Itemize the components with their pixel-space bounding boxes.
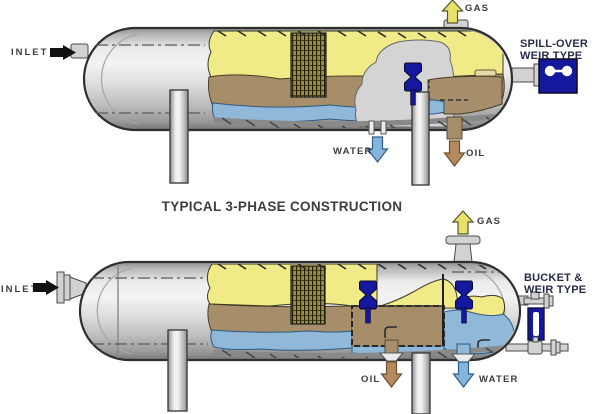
gauge-top-valve [530, 291, 540, 300]
oil-outlet-flange [378, 352, 405, 362]
support-leg-left [167, 329, 188, 412]
downcomer-support-leg [411, 91, 430, 186]
type-label-line1: BUCKET & [524, 272, 582, 284]
water-arrow-icon [452, 361, 475, 388]
oil-section [207, 303, 353, 335]
oil-outlet-nozzle [384, 339, 399, 355]
level-gauge-assembly [523, 291, 561, 356]
inlet-nozzle [70, 43, 89, 59]
oil-arrow-icon [380, 361, 403, 388]
vortex-breakers [384, 326, 490, 350]
water-section-left [210, 329, 353, 351]
type-label-line2: WEIR TYPE [520, 50, 582, 62]
oil-label: OIL [361, 374, 380, 385]
left-head-seam [96, 267, 133, 355]
gas-nozzle-flange [445, 235, 481, 245]
cutaway-interior [207, 30, 505, 128]
bucket-weir-separator: INLET GAS OIL WATER BUCKET & WEIR TYPE [1, 210, 586, 414]
inlet-label: INLET [11, 47, 48, 58]
gas-label: GAS [465, 3, 489, 14]
gas-arrow-icon [452, 210, 474, 235]
oil-outlet-nozzle [446, 116, 463, 140]
centerline-dashes [92, 271, 500, 345]
water-outlet-nozzle [456, 343, 471, 355]
gauge-top-disc [548, 295, 554, 307]
gauge-bottom-flange [550, 339, 557, 356]
gas-label: GAS [477, 216, 501, 227]
gas-section [207, 30, 504, 80]
gas-nozzle-neck [453, 243, 473, 263]
spill-over-weir-separator: INLET GAS WATER OIL SPILL-OVER WEIR TYPE [11, 0, 588, 186]
spillover-nozzle-pipe [511, 67, 537, 83]
diagram-title: TYPICAL 3-PHASE CONSTRUCTION [162, 199, 403, 214]
shell-hatch-ticks-top [217, 30, 487, 39]
centerline-dashes [96, 44, 205, 114]
water-outlet-stub-1 [368, 120, 375, 135]
gauge-bottom-disc [555, 341, 561, 354]
support-leg-left [169, 89, 189, 184]
left-head-seam [101, 33, 139, 125]
sight-glass-window [533, 312, 539, 336]
support-leg-right [411, 352, 431, 414]
gauge-bottom-valve-stem [532, 336, 539, 343]
water-label: WATER [479, 374, 519, 385]
type-label-line1: SPILL-OVER [520, 38, 588, 50]
water-label: WATER [333, 146, 373, 157]
gauge-top-flange [543, 293, 550, 309]
weir-slot [474, 69, 497, 77]
inlet-label: INLET [1, 284, 38, 295]
type-label-line2: WEIR TYPE [524, 284, 586, 296]
oil-arrow-icon [443, 140, 466, 167]
oil-label: OIL [466, 148, 485, 159]
mist-extractor-pad [290, 32, 327, 98]
spill-over-box [538, 58, 578, 94]
gauge-bottom-valve [527, 340, 543, 355]
spill-over-weir-device [538, 58, 578, 94]
shell-hatch-ticks-top [217, 264, 487, 270]
mist-extractor-pad [290, 265, 326, 325]
inlet-flange-inner [63, 274, 71, 301]
water-outlet-stub-2 [380, 120, 387, 135]
